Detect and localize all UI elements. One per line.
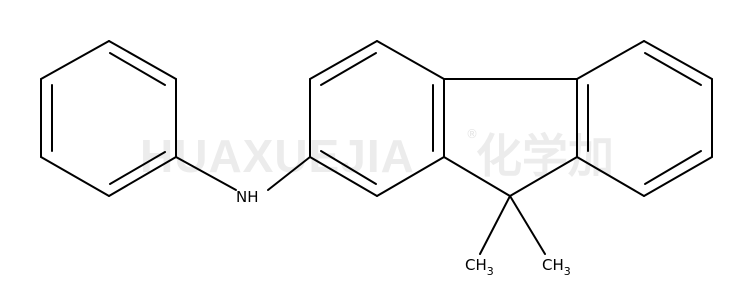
dimethyl-group: CH3 CH3 xyxy=(465,195,571,278)
methyl-left-main: CH xyxy=(465,256,487,274)
amine-bridge: NH xyxy=(175,156,311,206)
bond xyxy=(509,195,546,255)
bond xyxy=(643,156,713,197)
bond xyxy=(309,40,378,80)
methyl-label-right: CH3 xyxy=(542,256,571,278)
bond xyxy=(267,156,311,191)
bond xyxy=(175,156,237,191)
bond xyxy=(479,195,511,255)
five-membered-ring xyxy=(443,78,578,197)
bond xyxy=(376,40,445,80)
bond xyxy=(108,40,177,80)
double-bond-inner xyxy=(644,52,702,86)
bond xyxy=(509,156,578,197)
watermark-cjk: 化学加 xyxy=(476,129,614,183)
bond xyxy=(643,40,713,80)
double-bond-inner xyxy=(320,150,377,185)
phenyl-ring xyxy=(40,40,177,197)
methyl-label-left: CH3 xyxy=(465,256,494,278)
bond xyxy=(576,156,645,197)
bond xyxy=(108,156,177,197)
nh-label: NH xyxy=(236,188,259,206)
double-bond-inner xyxy=(109,151,166,185)
fluorene-right-ring xyxy=(576,40,713,197)
double-bond-inner xyxy=(109,52,166,86)
bond xyxy=(376,156,445,197)
watermark-latin: HUAXUEJIA xyxy=(140,130,415,182)
methyl-left-sub: 3 xyxy=(487,265,494,278)
methyl-right-sub: 3 xyxy=(564,265,571,278)
watermark: HUAXUEJIA ® 化学加 xyxy=(140,127,614,183)
double-bond-inner xyxy=(320,52,377,86)
bond xyxy=(309,156,378,197)
methyl-right-main: CH xyxy=(542,256,564,274)
fluorene-left-ring xyxy=(309,40,445,197)
bond xyxy=(576,40,645,80)
watermark-registered-mark: ® xyxy=(466,127,478,141)
bond xyxy=(443,156,511,197)
double-bond-inner xyxy=(644,150,702,185)
bond xyxy=(40,40,110,80)
bond xyxy=(40,156,110,197)
